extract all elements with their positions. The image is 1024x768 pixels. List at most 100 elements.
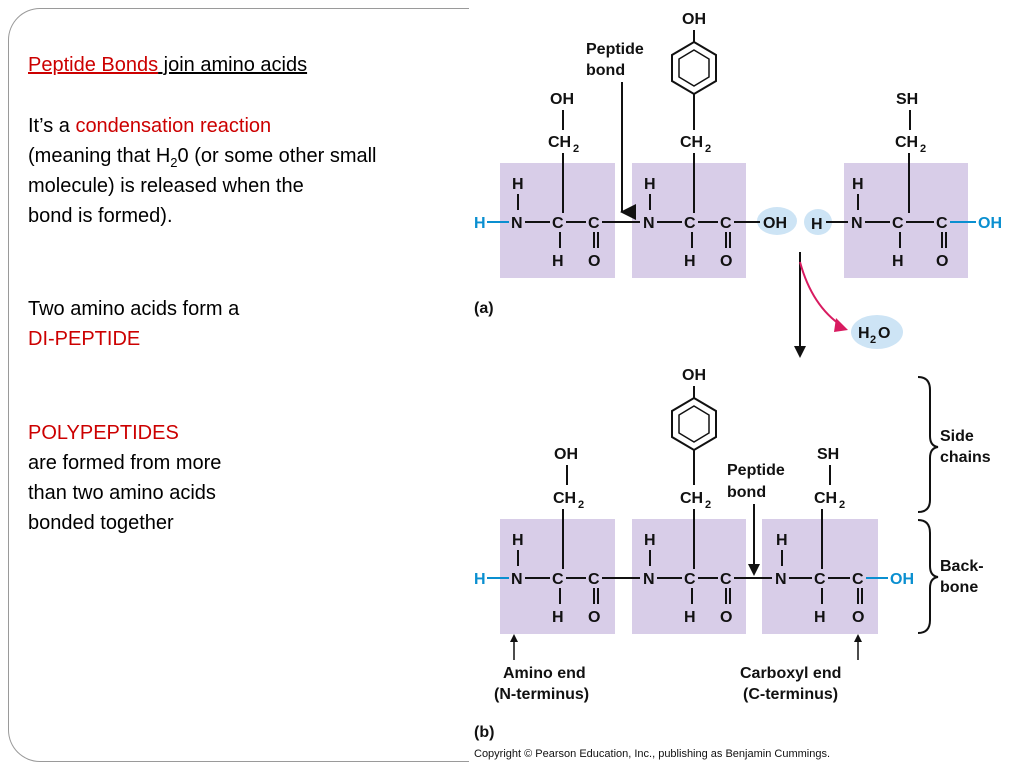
h-atom: H <box>852 176 864 193</box>
c-carbonyl-atom: C <box>588 215 600 232</box>
amino-end-label: Amino end <box>503 665 586 682</box>
dipeptide-term: DI-PEPTIDE <box>28 328 141 350</box>
subscript-2: 2 <box>705 499 711 511</box>
oh-atom: OH <box>682 11 706 28</box>
c-alpha-atom: C <box>684 215 696 232</box>
c-carbonyl-atom: C <box>852 571 864 588</box>
water-o-label: O <box>878 325 890 342</box>
o-atom: O <box>720 609 732 626</box>
ch-atom: CH <box>814 490 837 507</box>
water-subscript: 2 <box>870 334 876 346</box>
n-atom: N <box>643 571 655 588</box>
part-b: OH CH 2 H N H C H C O OH CH 2 N H C H <box>474 367 991 741</box>
oh-leaving-atom: OH <box>763 215 787 232</box>
polypeptides-term: POLYPEPTIDES <box>28 422 179 444</box>
c-alpha-atom: C <box>892 215 904 232</box>
subscript-2: 2 <box>573 143 579 155</box>
subscript-2: 2 <box>578 499 584 511</box>
subscript-2: 2 <box>920 143 926 155</box>
h-atom: H <box>814 609 826 626</box>
o-atom: O <box>852 609 864 626</box>
subscript-2: 2 <box>705 143 711 155</box>
h-atom: H <box>684 609 696 626</box>
carboxyl-end-label: Carboxyl end <box>740 665 841 682</box>
c-terminus-label: (C-terminus) <box>743 686 838 703</box>
n-atom: N <box>775 571 787 588</box>
h-atom: H <box>552 609 564 626</box>
o-atom: O <box>588 609 600 626</box>
residue-box-3 <box>762 519 878 634</box>
h-atom-blue: H <box>474 571 486 588</box>
sh-atom: SH <box>817 446 839 463</box>
part-a-label: (a) <box>474 300 494 317</box>
oh-atom-blue: OH <box>890 571 914 588</box>
c-alpha-atom: C <box>684 571 696 588</box>
heading-peptide-bonds: Peptide Bonds <box>28 54 159 76</box>
c-carbonyl-atom: C <box>588 571 600 588</box>
h-atom: H <box>512 532 524 549</box>
h-atom: H <box>644 176 656 193</box>
n-atom: N <box>511 215 523 232</box>
slide-frame <box>8 8 469 762</box>
backbone-brace <box>917 519 939 634</box>
c-alpha-atom: C <box>552 215 564 232</box>
n-terminus-label: (N-terminus) <box>494 686 589 703</box>
residue-box-3 <box>844 163 968 278</box>
subscript-2: 2 <box>170 155 178 170</box>
back-label: Back- <box>940 558 984 575</box>
h-leaving-atom: H <box>811 216 823 233</box>
oh-atom: OH <box>550 91 574 108</box>
text-line-8: are formed from more <box>28 452 222 474</box>
text-line-10: bonded together <box>28 512 174 534</box>
copyright-notice: Copyright © Pearson Education, Inc., pub… <box>474 748 830 760</box>
h-atom: H <box>776 532 788 549</box>
c-carbonyl-atom: C <box>936 215 948 232</box>
c-carbonyl-atom: C <box>720 571 732 588</box>
heading: Peptide Bonds join amino acids <box>28 50 307 80</box>
peptide-label: Peptide <box>586 41 644 58</box>
condensation-term: condensation reaction <box>75 115 272 137</box>
part-a: OH CH 2 H N H C H C O Peptide bond OH CH… <box>474 11 1002 317</box>
ch-atom: CH <box>680 134 703 151</box>
oh-atom-blue: OH <box>978 215 1002 232</box>
peptide-label: Peptide <box>727 462 785 479</box>
o-atom: O <box>720 253 732 270</box>
oh-atom: OH <box>682 367 706 384</box>
text-line-1: It’s a condensation reaction <box>28 111 271 141</box>
ch-atom: CH <box>553 490 576 507</box>
c-carbonyl-atom: C <box>720 215 732 232</box>
water-h-label: H <box>858 325 870 342</box>
c-alpha-atom: C <box>814 571 826 588</box>
text-line-2b: 0 (or some other small <box>177 145 377 167</box>
sh-atom: SH <box>896 91 918 108</box>
text-line-9: than two amino acids <box>28 482 216 504</box>
text-line-2a: (meaning that H <box>28 145 171 167</box>
part-b-label: (b) <box>474 724 494 741</box>
o-atom: O <box>588 253 600 270</box>
bone-label: bone <box>940 579 978 596</box>
h-atom: H <box>644 532 656 549</box>
bond-label: bond <box>586 62 625 79</box>
n-atom: N <box>511 571 523 588</box>
side-chains-brace <box>917 376 939 513</box>
bond-label: bond <box>727 484 766 501</box>
text-line-5: Two amino acids form a <box>28 298 240 320</box>
residue-box-2 <box>632 519 746 634</box>
reaction-arrows: H 2 O <box>794 252 903 358</box>
ch-atom: CH <box>895 134 918 151</box>
oh-atom: OH <box>554 446 578 463</box>
residue-box-2 <box>632 163 746 278</box>
h-highlight <box>804 209 832 235</box>
oh-highlight <box>757 207 797 235</box>
h-atom: H <box>684 253 696 270</box>
residue-box-1 <box>500 163 615 278</box>
text-line-4: bond is formed). <box>28 205 173 227</box>
h-atom-blue: H <box>474 215 486 232</box>
text-line-2: (meaning that H20 (or some other small <box>28 141 377 178</box>
text-line-1a: It’s a <box>28 115 76 137</box>
o-atom: O <box>936 253 948 270</box>
subscript-2: 2 <box>839 499 845 511</box>
h-atom: H <box>552 253 564 270</box>
h-atom: H <box>512 176 524 193</box>
